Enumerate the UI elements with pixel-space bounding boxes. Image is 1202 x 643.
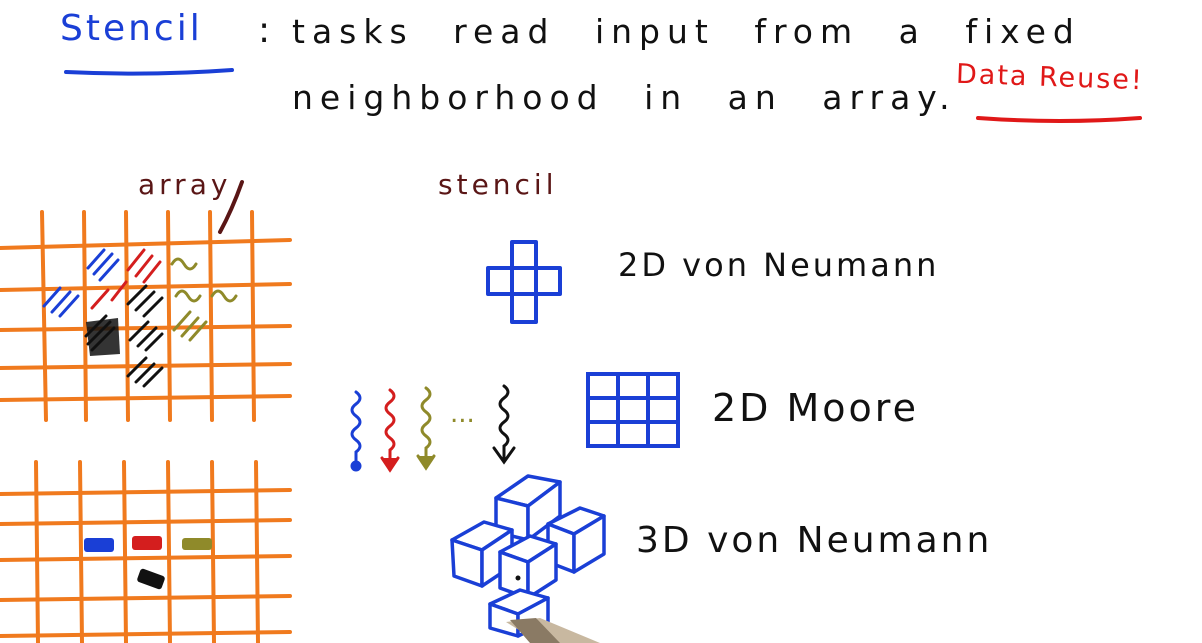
mark-olive — [182, 538, 212, 550]
stencil-name-3d-von-neumann: 3D von Neumann — [636, 520, 993, 561]
stencil-name-2d-moore: 2D Moore — [712, 386, 919, 430]
array-pointer-line — [218, 180, 244, 234]
filled-black-cell — [86, 318, 120, 356]
center-dot — [515, 575, 521, 581]
data-reuse-underline — [976, 116, 1142, 123]
mark-red — [132, 536, 162, 550]
ellipsis-dots: ... — [450, 399, 475, 429]
pen-tip — [506, 618, 600, 643]
mark-black — [137, 568, 165, 590]
mark-blue — [84, 538, 114, 552]
thread-arrow-red — [380, 388, 400, 473]
stencil-label: stencil — [438, 168, 558, 201]
definition-line-2: neighborhood in an array. — [292, 78, 957, 117]
array-label: array — [138, 168, 232, 201]
stencil-term: Stencil — [60, 8, 203, 49]
hatch-red — [90, 248, 162, 310]
stencil-2d-von-neumann-shape — [486, 240, 562, 324]
hatch-olive — [170, 257, 238, 342]
definition-line-1: tasks read input from a fixed — [292, 12, 1081, 51]
thread-arrow-blue — [350, 390, 362, 472]
array-grid-top — [0, 210, 292, 422]
hatch-blue — [42, 248, 120, 318]
stencil-2d-moore-shape — [586, 372, 680, 448]
thread-arrow-black — [492, 384, 516, 465]
stencil-term-underline — [64, 68, 234, 76]
stencil-3d-von-neumann-shape — [450, 474, 606, 638]
title-colon: : — [258, 10, 271, 51]
stencil-name-2d-von-neumann: 2D von Neumann — [618, 246, 940, 284]
array-grid-bottom — [0, 460, 292, 643]
thread-arrow-olive — [416, 386, 436, 471]
